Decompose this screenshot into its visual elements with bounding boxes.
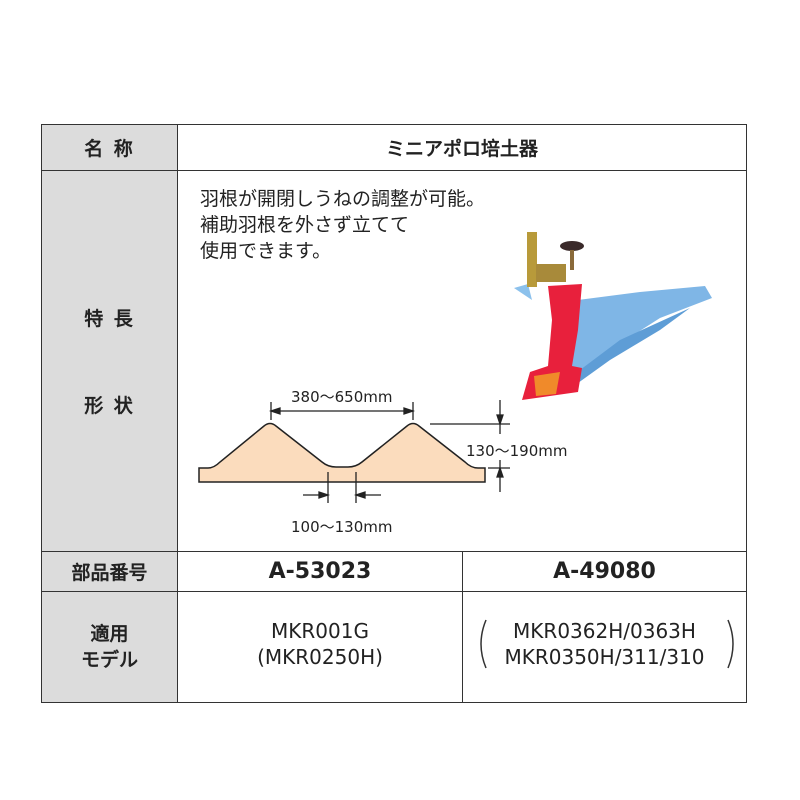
product-name-text: ミニアポロ培土器 — [385, 138, 538, 160]
models-label-line: 適用 — [90, 623, 129, 645]
plow-blade-red — [522, 284, 582, 400]
part-number-text: A-49080 — [553, 559, 656, 584]
feature-line: 使用できます。 — [200, 240, 332, 262]
name-label: 名 称 — [41, 124, 178, 171]
plow-wing-blue — [570, 286, 712, 385]
ridge-pitch-label: 380～650mm — [291, 388, 393, 406]
ridge-height-label: 130～190mm — [466, 442, 568, 460]
features-label: 特 長 — [84, 308, 135, 330]
feature-line: 羽根が開閉しうねの調整が可能。 — [200, 188, 486, 210]
models-label: 適用 モデル — [41, 591, 178, 703]
adjust-knob — [560, 241, 584, 251]
part-number-2: A-49080 — [462, 551, 747, 592]
feature-line: 補助羽根を外さず立てて — [200, 214, 410, 236]
part-number-text: A-53023 — [268, 559, 372, 584]
model-line: (MKR0250H) — [257, 645, 383, 669]
models-2: MKR0362H/0363H MKR0350H/311/310 — [462, 591, 747, 703]
name-label-text: 名 称 — [84, 138, 135, 160]
model-line: MKR0362H/0363H — [513, 619, 696, 643]
part-number-label: 部品番号 — [41, 551, 178, 592]
model-line: MKR0350H/311/310 — [504, 645, 705, 669]
models-1: MKR001G (MKR0250H) — [177, 591, 463, 703]
plow-stem — [527, 232, 537, 287]
models-label-line: モデル — [80, 649, 138, 671]
part-number-label-text: 部品番号 — [71, 562, 148, 584]
model-line: MKR001G — [271, 619, 369, 643]
ridge-profile — [198, 422, 486, 483]
features-text: 羽根が開閉しうねの調整が可能。 補助羽根を外さず立てて 使用できます。 — [200, 186, 485, 264]
furrow-width-label: 100～130mm — [291, 518, 393, 536]
shape-label: 形 状 — [84, 395, 135, 417]
